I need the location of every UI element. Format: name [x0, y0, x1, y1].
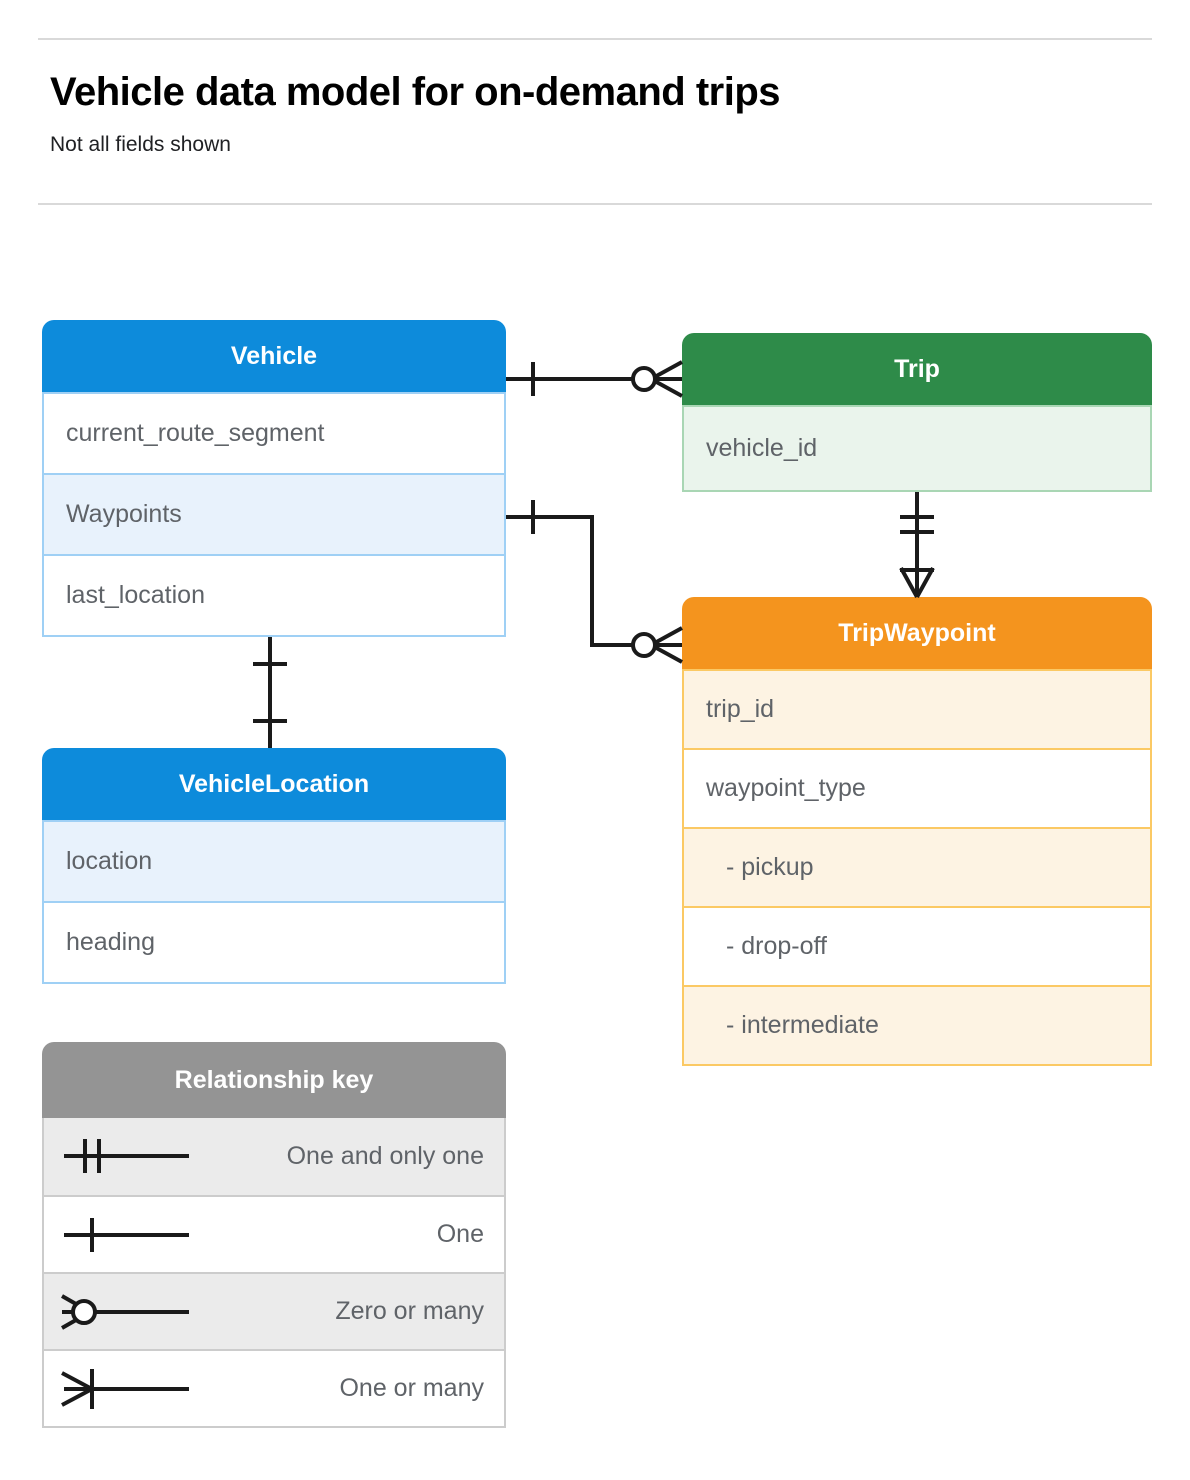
- connector-waypoints-tripwaypoint: [506, 500, 683, 664]
- one-or-many-icon: [44, 1351, 219, 1426]
- legend-label-one-and-only-one: One and only one: [286, 1142, 484, 1170]
- connector-vehicle-trip: [506, 360, 683, 398]
- entity-vehicle-title: Vehicle: [42, 320, 506, 392]
- entity-trip-fields: vehicle_id: [682, 405, 1152, 492]
- field-heading: heading: [44, 901, 504, 982]
- one-and-only-one-icon: [44, 1118, 219, 1195]
- header-divider-bottom: [38, 203, 1152, 205]
- field-waypoint-dropoff: - drop-off: [684, 906, 1150, 985]
- entity-vehiclelocation-title: VehicleLocation: [42, 748, 506, 820]
- entity-tripwaypoint-title: TripWaypoint: [682, 597, 1152, 669]
- page-title: Vehicle data model for on-demand trips: [50, 70, 781, 114]
- zero-or-many-icon: [44, 1274, 219, 1349]
- legend-row-zero-or-many: Zero or many: [44, 1272, 504, 1349]
- entity-vehicle-fields: current_route_segment Waypoints last_loc…: [42, 392, 506, 637]
- field-vehicle-id: vehicle_id: [684, 405, 1150, 490]
- legend-title: Relationship key: [42, 1042, 506, 1118]
- legend-rows: One and only one One: [42, 1118, 506, 1428]
- relationship-key-legend: Relationship key One and only one: [42, 1042, 506, 1428]
- field-trip-id: trip_id: [684, 669, 1150, 748]
- field-waypoint-intermediate: - intermediate: [684, 985, 1150, 1064]
- entity-tripwaypoint[interactable]: TripWaypoint trip_id waypoint_type - pic…: [682, 597, 1152, 1066]
- connector-vehicle-vehiclelocation: [253, 637, 287, 748]
- connector-trip-tripwaypoint: [899, 492, 935, 598]
- field-waypoint-pickup: - pickup: [684, 827, 1150, 906]
- field-current-route-segment: current_route_segment: [44, 392, 504, 473]
- legend-label-one: One: [436, 1220, 484, 1248]
- page-subtitle: Not all fields shown: [50, 133, 231, 156]
- legend-row-one: One: [44, 1195, 504, 1272]
- legend-row-one-and-only-one: One and only one: [44, 1118, 504, 1195]
- header-divider-top: [38, 38, 1152, 40]
- entity-vehicle[interactable]: Vehicle current_route_segment Waypoints …: [42, 320, 506, 637]
- field-waypoint-type: waypoint_type: [684, 748, 1150, 827]
- legend-label-zero-or-many: Zero or many: [335, 1297, 484, 1325]
- field-last-location: last_location: [44, 554, 504, 635]
- entity-tripwaypoint-fields: trip_id waypoint_type - pickup - drop-of…: [682, 669, 1152, 1066]
- legend-row-one-or-many: One or many: [44, 1349, 504, 1426]
- field-waypoints: Waypoints: [44, 473, 504, 554]
- entity-trip-title: Trip: [682, 333, 1152, 405]
- legend-label-one-or-many: One or many: [339, 1374, 484, 1402]
- entity-vehiclelocation-fields: location heading: [42, 820, 506, 984]
- field-location: location: [44, 820, 504, 901]
- entity-vehiclelocation[interactable]: VehicleLocation location heading: [42, 748, 506, 984]
- entity-trip[interactable]: Trip vehicle_id: [682, 333, 1152, 492]
- one-icon: [44, 1197, 219, 1272]
